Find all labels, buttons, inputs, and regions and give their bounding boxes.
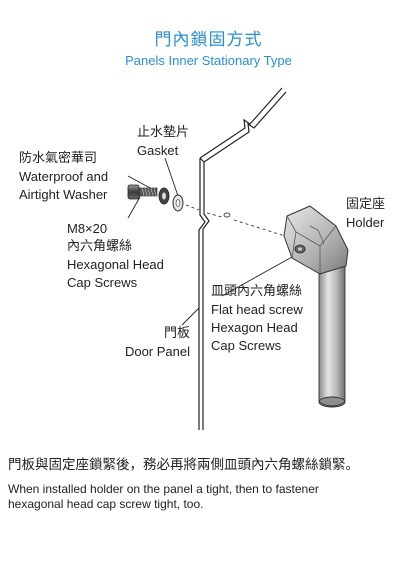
door-panel-label: 門板 Door Panel (112, 325, 190, 361)
leader-lines (127, 157, 313, 326)
washer-label: 防水氣密華司 Waterproof and Airtight Washer (19, 150, 108, 204)
holder-label-zh: 固定座 (346, 197, 386, 212)
door-panel-label-en: Door Panel (124, 344, 190, 359)
hex-screw-label-zh: 內六角螺絲 (67, 239, 133, 254)
gasket-label-zh: 止水墊片 (137, 125, 190, 140)
washer-label-zh: 防水氣密華司 (19, 151, 98, 166)
gasket-label-en: Gasket (137, 143, 179, 158)
flat-screw-label-en-3: Cap Screws (211, 338, 282, 353)
panel-hole (223, 212, 231, 218)
washer-label-en-1: Waterproof and (19, 169, 109, 184)
flat-screw-label-en-2: Hexagon Head (211, 320, 298, 335)
flat-screw-label-en-1: Flat head screw (211, 302, 303, 317)
title-chinese: 門內鎖固方式 (154, 30, 263, 50)
installation-note-en-1: When installed holder on the panel a tig… (8, 482, 319, 496)
hex-screw-label-en-1: Hexagonal Head (67, 257, 164, 272)
holder-label-en: Holder (346, 215, 385, 230)
assembly-dashes (185, 204, 286, 237)
flat-screw-label-zh: 皿頭內六角螺絲 (211, 284, 303, 299)
holder-label: 固定座 Holder (346, 196, 385, 232)
washer-label-en-2: Airtight Washer (19, 187, 108, 202)
hex-bolt (127, 184, 158, 200)
holder-assembly (283, 205, 349, 408)
holder-tube (318, 261, 346, 403)
hex-screw-label-size: M8×20 (67, 221, 108, 236)
hex-screw-label: M8×20 內六角螺絲 Hexagonal Head Cap Screws (67, 220, 164, 292)
installation-note-en: When installed holder on the panel a tig… (8, 482, 413, 512)
hex-screw-label-en-2: Cap Screws (67, 275, 138, 290)
installation-note-zh: 門板與固定座鎖緊後，務必再將兩側皿頭內六角螺絲鎖緊。 (8, 457, 359, 473)
waterproof-washer (158, 187, 170, 205)
title-english: Panels Inner Stationary Type (125, 53, 292, 68)
gasket-label: 止水墊片 Gasket (137, 124, 189, 160)
installation-note-en-2: hexagonal head cap screw tight, too. (8, 497, 204, 511)
door-panel-shape (198, 87, 287, 430)
door-panel-label-zh: 門板 (163, 326, 190, 341)
gasket (172, 194, 184, 212)
flat-screw-label: 皿頭內六角螺絲 Flat head screw Hexagon Head Cap… (211, 283, 303, 355)
